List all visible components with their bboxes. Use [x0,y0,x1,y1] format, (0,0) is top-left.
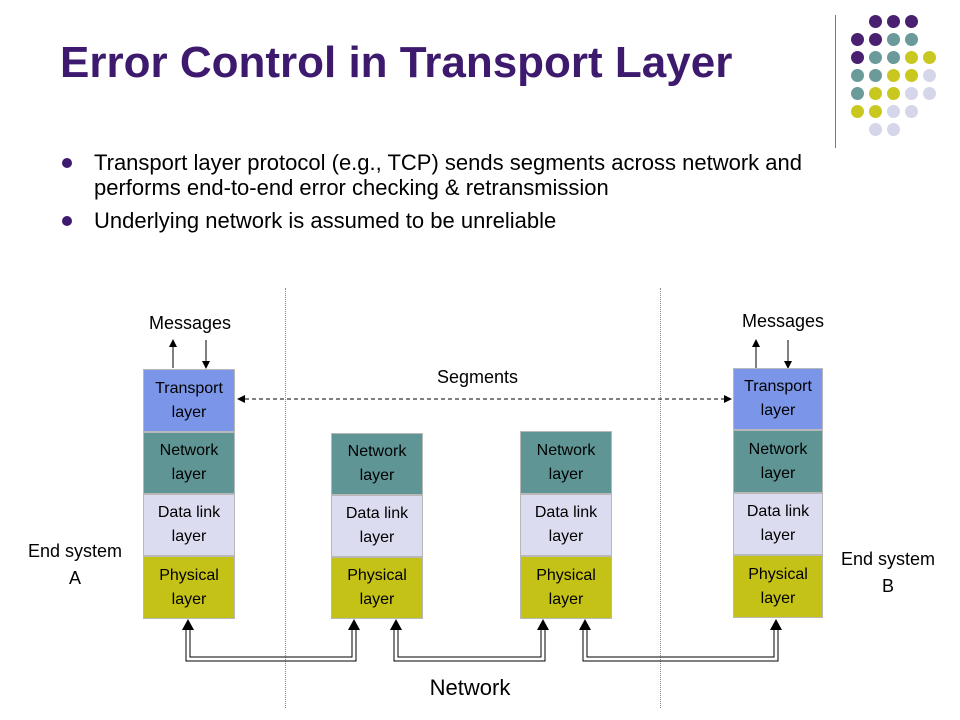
link-a-r1 [185,628,357,662]
decorative-dot [887,105,900,118]
decorative-dot [869,87,882,100]
network-layer-router-2: Network layer [520,431,612,494]
decorative-dot [887,51,900,64]
transport-layer-b: Transport layer [733,368,823,430]
end-system-a-label: End system A [27,541,123,588]
bullet-item: Underlying network is assumed to be unre… [60,208,850,233]
messages-label-a: Messages [148,313,232,333]
decorative-dot [851,87,864,100]
layer-label: Network layer [347,443,407,484]
network-layer-router-1: Network layer [331,433,423,495]
bullet-list: Transport layer protocol (e.g., TCP) sen… [60,150,850,241]
network-layer-a: Network layer [143,432,235,494]
decorative-dot [851,33,864,46]
decorative-dot [869,69,882,82]
layer-label: Physical layer [159,566,219,608]
layer-label: Network layer [536,441,596,483]
bullet-icon [62,158,72,168]
end-system-b-label: End system B [840,549,936,596]
decorative-dot [905,69,918,82]
decorative-dot [887,123,900,136]
transport-layer-a: Transport layer [143,369,235,432]
arrowhead-icon [182,619,194,630]
decorative-dot [869,33,882,46]
bullet-icon [62,216,72,226]
slide-title: Error Control in Transport Layer [60,38,733,87]
link-r2-b [582,628,779,662]
layer-label: Physical layer [748,565,808,607]
decorative-dot [887,15,900,28]
decorative-divider [835,15,836,148]
decorative-dot [923,69,936,82]
layer-label: Transport layer [155,379,223,421]
decorative-dot [887,87,900,100]
layer-label: Physical layer [347,567,407,608]
datalink-layer-b: Data link layer [733,493,823,555]
messages-label-b: Messages [741,311,825,331]
arrowhead-icon [348,619,360,630]
decorative-dot [851,69,864,82]
decorative-dot [851,51,864,64]
decorative-dot [869,15,882,28]
decorative-dot [869,105,882,118]
decorative-dot [887,33,900,46]
bullet-text: Transport layer protocol (e.g., TCP) sen… [94,150,802,200]
arrowhead-icon [579,619,591,630]
network-label: Network [429,675,511,700]
decorative-dot [905,87,918,100]
bullet-text: Underlying network is assumed to be unre… [94,208,557,233]
physical-layer-b: Physical layer [733,555,823,618]
datalink-layer-router-1: Data link layer [331,495,423,557]
physical-layer-a: Physical layer [143,556,235,619]
arrowhead-icon [537,619,549,630]
datalink-layer-a: Data link layer [143,494,235,556]
layer-label: Data link layer [746,503,810,544]
datalink-layer-router-2: Data link layer [520,494,612,556]
network-layer-b: Network layer [733,430,823,493]
layer-label: Network layer [159,442,219,483]
decorative-dot [869,51,882,64]
link-r1-r2 [393,628,546,662]
segments-label: Segments [436,367,519,387]
layer-label: Data link layer [345,505,409,546]
decorative-dot [923,87,936,100]
decorative-dot [887,69,900,82]
decorative-dot [923,51,936,64]
physical-layer-router-2: Physical layer [520,556,612,619]
layer-label: Data link layer [534,504,598,545]
arrowhead-icon [390,619,402,630]
physical-layer-router-1: Physical layer [331,557,423,619]
boundary-dotted-line-right [660,288,661,708]
bullet-item: Transport layer protocol (e.g., TCP) sen… [60,150,850,200]
boundary-dotted-line-left [285,288,286,708]
decorative-dot [869,123,882,136]
decorative-dot [905,15,918,28]
decorative-dot [851,105,864,118]
layer-label: Physical layer [536,566,596,608]
decorative-dot [905,33,918,46]
arrowhead-icon [770,619,782,630]
layer-label: Transport layer [744,378,812,419]
layer-label: Data link layer [157,504,221,545]
layer-label: Network layer [748,440,808,482]
decorative-dot [905,51,918,64]
decorative-dot [905,105,918,118]
